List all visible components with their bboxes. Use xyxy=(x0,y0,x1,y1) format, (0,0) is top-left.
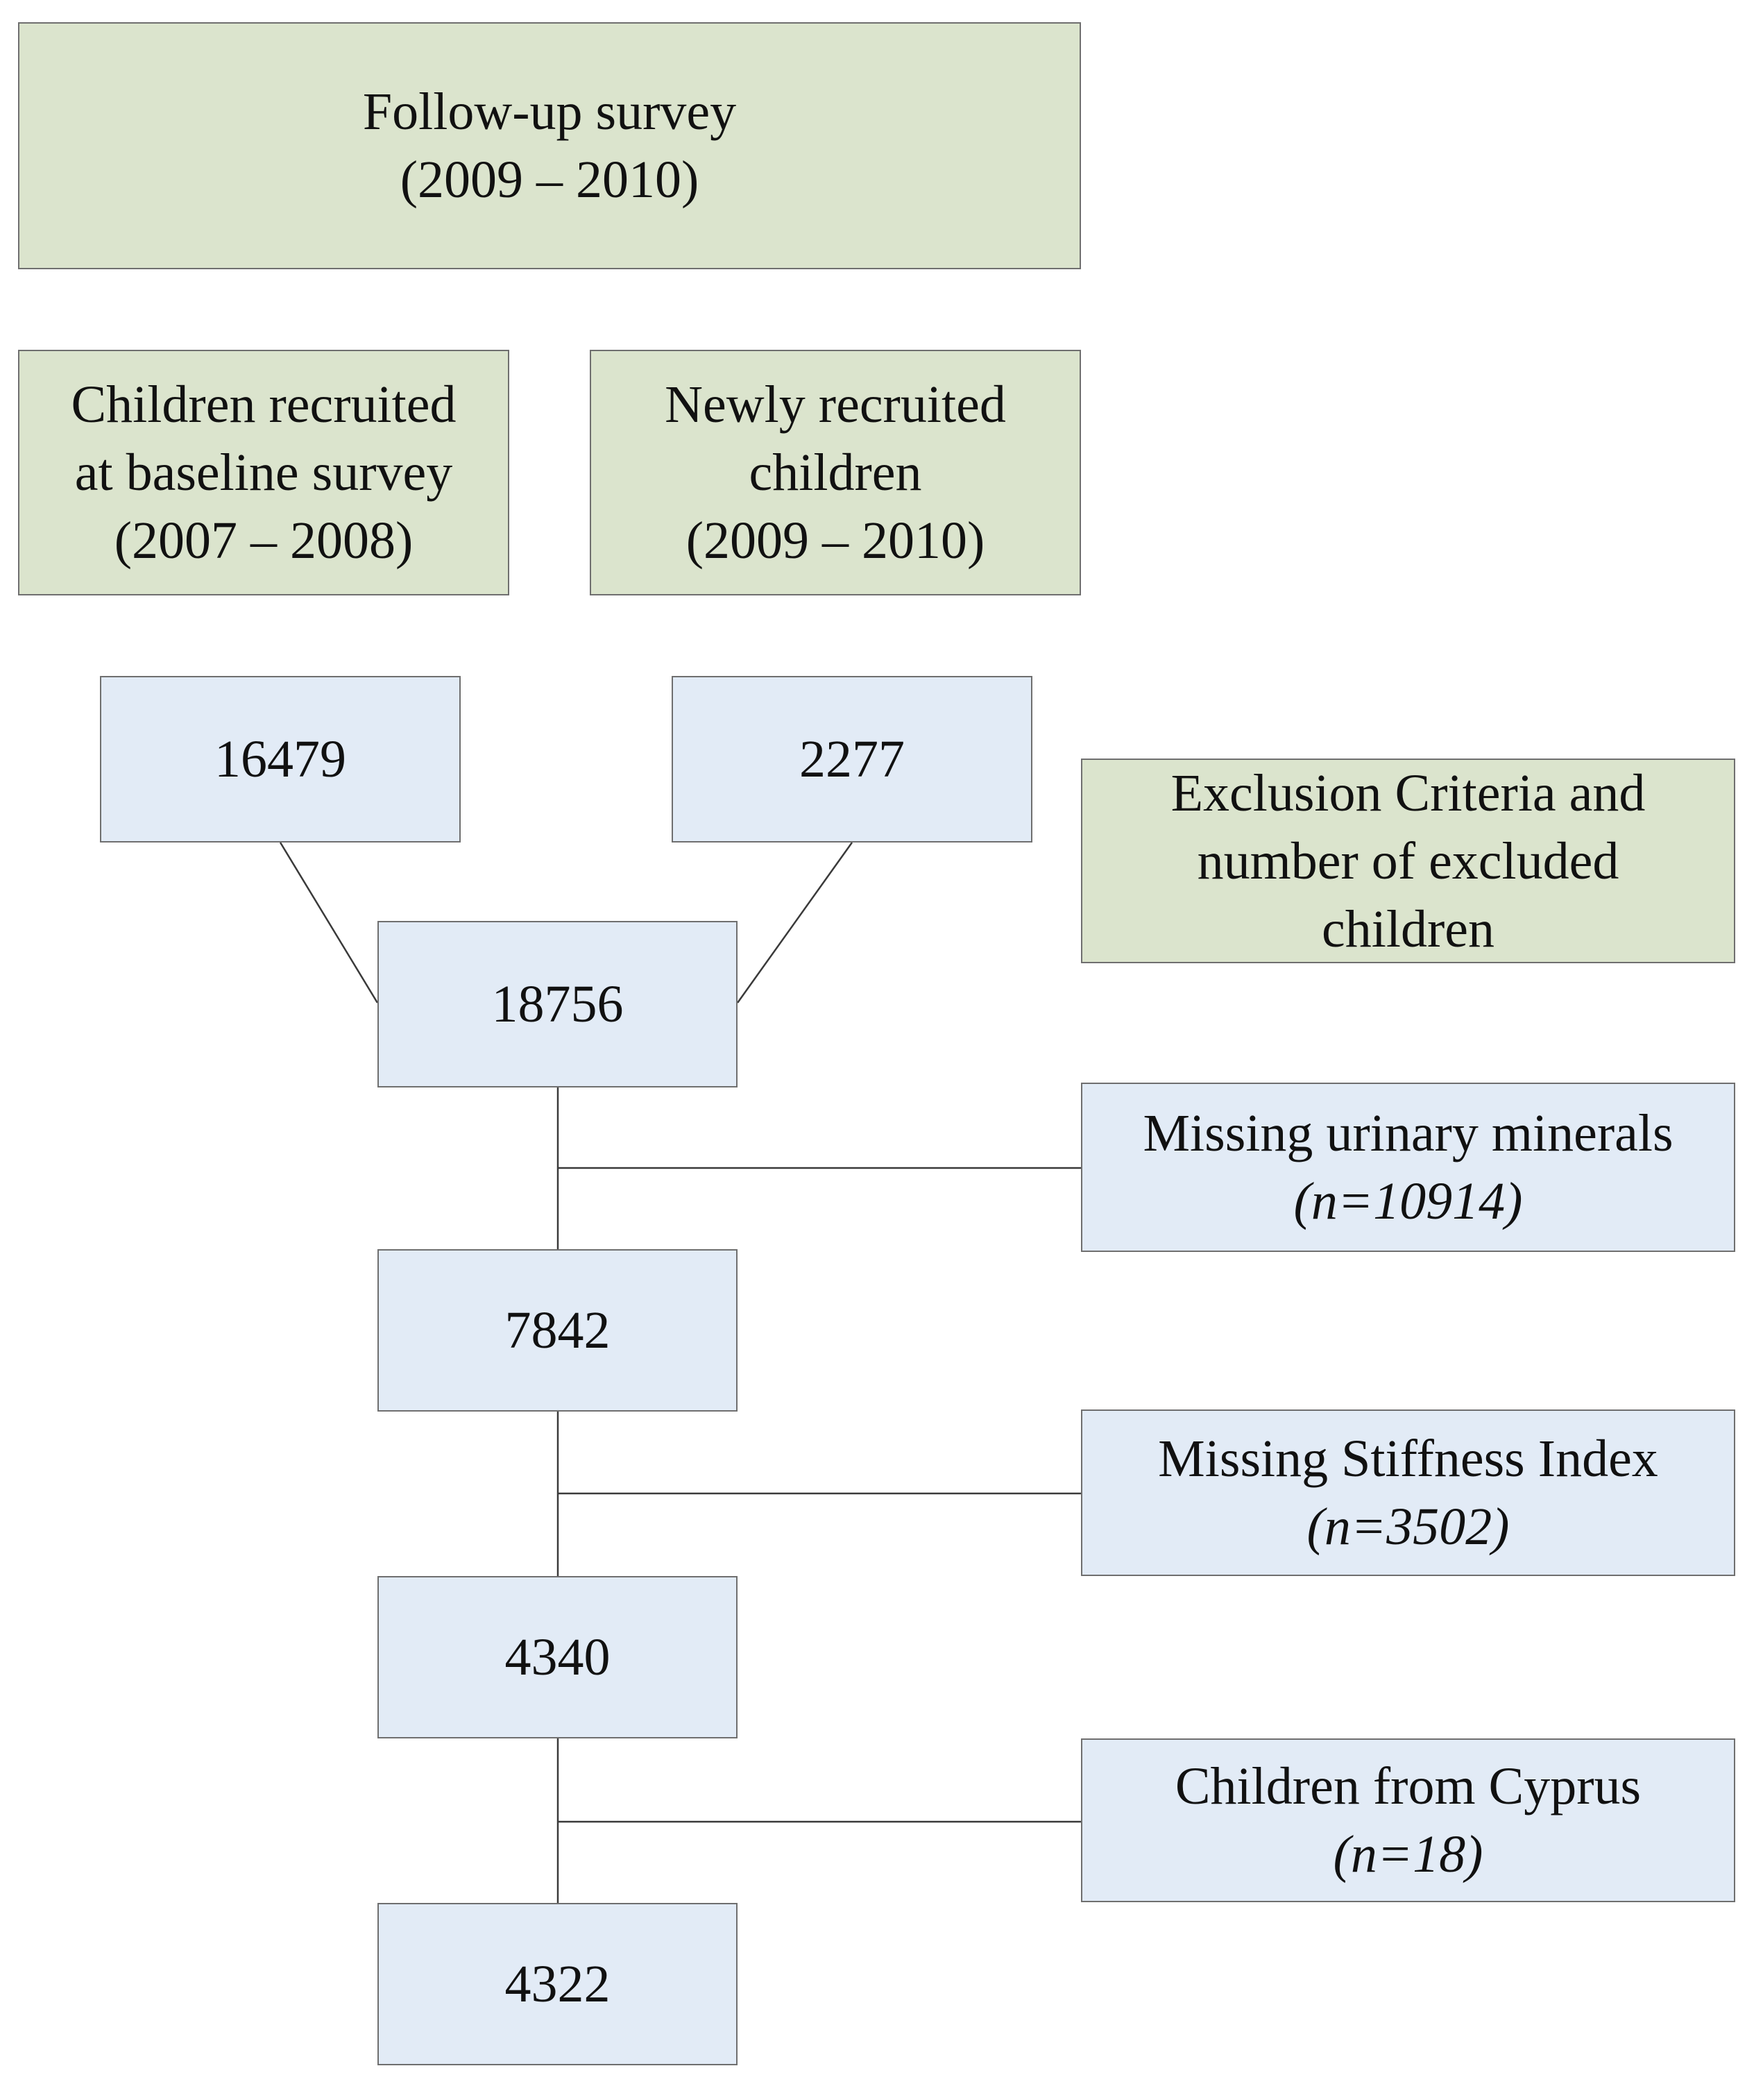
final-count-box: 4322 xyxy=(377,1903,738,2065)
exclusion-missing-minerals-box: Missing urinary minerals (n=10914) xyxy=(1081,1083,1735,1252)
after-stiffness-count: 4340 xyxy=(504,1628,611,1686)
after-minerals-count-box: 7842 xyxy=(377,1249,738,1412)
connector-baseline-to-total xyxy=(279,842,379,1004)
baseline-group-line1: Children recruited xyxy=(71,375,457,434)
new-count-box: 2277 xyxy=(672,676,1032,842)
new-recruits-group-box: Newly recruited children (2009 – 2010) xyxy=(590,350,1081,595)
exclusion-cyprus-box: Children from Cyprus (n=18) xyxy=(1081,1738,1735,1902)
baseline-group-line2: at baseline survey xyxy=(74,443,453,502)
final-count: 4322 xyxy=(504,1955,611,2013)
connector-new-to-total xyxy=(736,842,853,1004)
new-recruits-line2: children xyxy=(749,443,922,502)
after-minerals-count: 7842 xyxy=(504,1301,611,1360)
exclusion-missing-stiffness-box: Missing Stiffness Index (n=3502) xyxy=(1081,1409,1735,1576)
baseline-group-box: Children recruited at baseline survey (2… xyxy=(18,350,509,595)
exclusion-count: (n=10914) xyxy=(1293,1172,1523,1230)
exclusion-count: (n=18) xyxy=(1333,1825,1483,1883)
exclusion-header-line3: children xyxy=(1321,899,1494,958)
new-count: 2277 xyxy=(799,730,905,788)
follow-up-survey-years: (2009 – 2010) xyxy=(400,151,699,209)
exclusion-criteria-box: Exclusion Criteria and number of exclude… xyxy=(1081,759,1735,963)
new-recruits-line1: Newly recruited xyxy=(665,375,1006,434)
total-count-box: 18756 xyxy=(377,921,738,1087)
baseline-count-box: 16479 xyxy=(100,676,461,842)
baseline-group-years: (2007 – 2008) xyxy=(114,511,414,570)
exclusion-label: Children from Cyprus xyxy=(1175,1757,1642,1815)
exclusion-header-line2: number of excluded xyxy=(1197,831,1619,890)
follow-up-survey-title: Follow-up survey xyxy=(362,83,737,141)
exclusion-header-line1: Exclusion Criteria and xyxy=(1170,763,1646,822)
follow-up-survey-box: Follow-up survey (2009 – 2010) xyxy=(18,22,1081,269)
exclusion-label: Missing Stiffness Index xyxy=(1158,1430,1658,1488)
exclusion-count: (n=3502) xyxy=(1306,1498,1510,1556)
baseline-count: 16479 xyxy=(214,730,346,788)
total-count: 18756 xyxy=(491,975,624,1033)
exclusion-label: Missing urinary minerals xyxy=(1143,1104,1673,1162)
after-stiffness-count-box: 4340 xyxy=(377,1576,738,1738)
new-recruits-years: (2009 – 2010) xyxy=(685,511,985,570)
